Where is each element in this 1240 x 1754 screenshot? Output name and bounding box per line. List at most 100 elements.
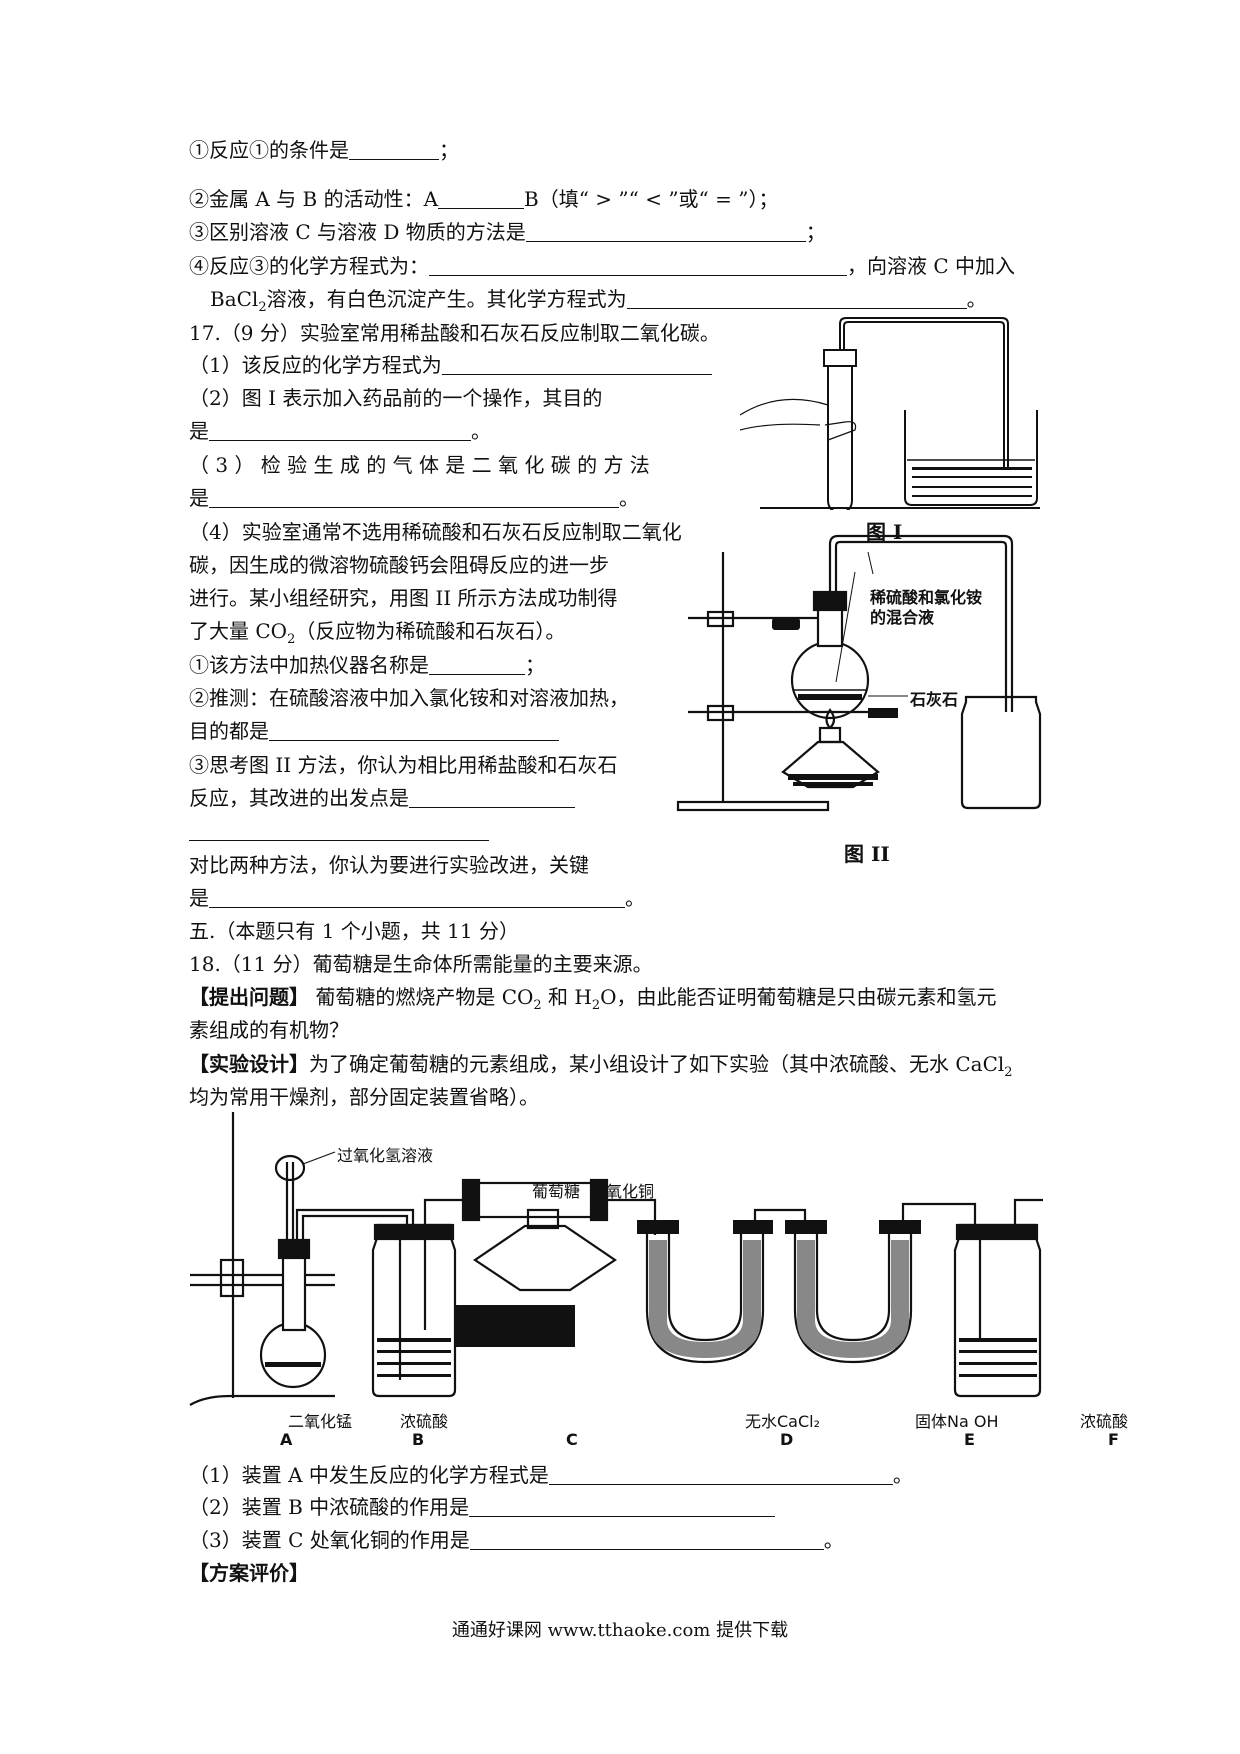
- figure-2-caption: 图 II: [844, 842, 890, 866]
- q16-text: BaCl: [210, 287, 259, 311]
- delivery-tube: [839, 317, 1009, 470]
- q17-sub-3-line-1: ③思考图 II 方法，你认为相比用稀盐酸和石灰石: [189, 753, 618, 777]
- stand-base: [676, 800, 830, 812]
- answer-blank: [438, 188, 525, 209]
- answer-blank: [525, 221, 806, 242]
- q17-part-2-line-1: （2）图 I 表示加入药品前的一个操作，其目的: [189, 386, 603, 410]
- answer-blank: [429, 654, 525, 675]
- subscript: 2: [591, 998, 601, 1013]
- label-h2so4-f: 浓硫酸: [1080, 1412, 1129, 1431]
- subscript: 2: [287, 632, 296, 647]
- figure-glucose-apparatus: [189, 1112, 1043, 1406]
- label-d: D: [780, 1430, 794, 1449]
- answer-blank: [209, 420, 471, 441]
- figure-2-label-liquid-2: 的混合液: [870, 608, 935, 627]
- q16-text: ②金属 A 与 B 的活动性：A: [189, 187, 439, 211]
- q18-tag: 【提出问题】: [189, 985, 309, 1009]
- q16-text: ④反应③的化学方程式为：: [189, 254, 429, 278]
- answer-blank: [189, 820, 489, 841]
- q17-sub-4-line-1: 对比两种方法，你认为要进行实验改进，关键: [189, 853, 589, 877]
- q18-text: 。: [823, 1528, 844, 1552]
- q16-line-4: ④反应③的化学方程式为： ，向溶液 C 中加入: [189, 253, 1015, 279]
- label-h2o2: 过氧化氢溶液: [337, 1146, 434, 1165]
- q17-text: 目的都是: [189, 719, 269, 743]
- heat-block: [455, 1305, 575, 1347]
- q17-text: 。: [619, 486, 639, 510]
- q18-title: 18.（11 分）葡萄糖是生命体所需能量的主要来源。: [189, 952, 653, 976]
- label-cuo: 氧化铜: [606, 1182, 655, 1201]
- q16-line-1: ①反应①的条件是 ；: [189, 137, 459, 163]
- u-tube-d: [645, 1230, 765, 1364]
- bottle-b: [371, 1223, 457, 1398]
- answer-blank: [441, 354, 712, 375]
- q17-sub-2-line-2: 目的都是: [189, 718, 559, 744]
- q16-text: 。: [966, 287, 987, 311]
- q17-text: 是: [189, 419, 209, 443]
- rubber-stopper: [823, 349, 857, 367]
- q17-text: 了大量 CO: [189, 619, 288, 643]
- q18-text: （3）装置 C 处氧化铜的作用是: [189, 1528, 470, 1552]
- label-h2so4-b: 浓硫酸: [400, 1412, 449, 1431]
- q18-design-line-2: 均为常用干燥剂，部分固定装置省略）。: [189, 1085, 539, 1109]
- q18-text: 为了确定葡萄糖的元素组成，某小组设计了如下实验（其中浓硫酸、无水 CaCl: [309, 1052, 1005, 1076]
- q17-sub-4-line-2: 是。: [189, 885, 645, 911]
- q17-part-4-line-1: （4）实验室通常不选用稀硫酸和石灰石反应制取二氧化: [189, 520, 682, 544]
- answer-blank: [548, 1464, 893, 1485]
- q18-text: （2）装置 B 中浓硫酸的作用是: [189, 1495, 470, 1519]
- label-f: F: [1108, 1430, 1119, 1449]
- figure-2-apparatus: [676, 534, 1042, 812]
- q18-part-2: （2）装置 B 中浓硫酸的作用是: [189, 1494, 776, 1520]
- q17-text: 反应，其改进的出发点是: [189, 786, 409, 810]
- q17-sub-3-line-3: [189, 818, 489, 844]
- q18-text: O，由此能否证明葡萄糖是只由碳元素和氢元: [600, 985, 997, 1009]
- figure-2-label-liquid: 稀硫酸和氯化铵: [870, 588, 983, 607]
- figure-1-airtight-check: [740, 317, 1040, 510]
- q16-text: B（填“ > ”“ < ”或“ = ”）；: [524, 187, 779, 211]
- q17-text: 是: [189, 886, 209, 910]
- q16-text: ；: [805, 220, 826, 244]
- q17-title: 17.（9 分）实验室常用稀盐酸和石灰石反应制取二氧化碳。: [189, 321, 720, 345]
- label-naoh: 固体Na OH: [915, 1412, 999, 1431]
- q17-part-2-line-2: 是。: [189, 418, 491, 444]
- q16-text: ；: [439, 138, 459, 162]
- u-tube-e: [793, 1230, 913, 1364]
- q16-line-2: ②金属 A 与 B 的活动性：A B（填“ > ”“ < ”或“ = ”）；: [189, 186, 778, 212]
- q18-tag: 【实验设计】: [189, 1052, 309, 1076]
- q18-text: （1）装置 A 中发生反应的化学方程式是: [189, 1463, 549, 1487]
- q17-text: （1）该反应的化学方程式为: [189, 353, 442, 377]
- answer-blank: [469, 1496, 776, 1517]
- q17-part-4-line-3: 进行。某小组经研究，用图 II 所示方法成功制得: [189, 586, 618, 610]
- page-footer: 通通好课网 www.tthaoke.com 提供下载: [451, 1620, 789, 1641]
- q17-text: （反应物为稀硫酸和石灰石）。: [295, 619, 566, 643]
- figure-1-caption: 图 I: [866, 520, 903, 544]
- q16-line-3: ③区别溶液 C 与溶液 D 物质的方法是 ；: [189, 219, 826, 245]
- q18-ask-line-2: 素组成的有机物？: [189, 1018, 349, 1042]
- label-e: E: [964, 1430, 975, 1449]
- q18-part-3: （3）装置 C 处氧化铜的作用是 。: [189, 1527, 844, 1553]
- q16-text: ③区别溶液 C 与溶液 D 物质的方法是: [189, 220, 526, 244]
- q18-text: 。: [892, 1463, 913, 1487]
- q17-text: 。: [471, 419, 491, 443]
- figure-2-label-stone: 石灰石: [910, 690, 959, 709]
- q17-sub-1: ①该方法中加热仪器名称是；: [189, 652, 545, 678]
- answer-blank: [626, 288, 967, 309]
- flask-a: [259, 1321, 327, 1389]
- bottle-f: [953, 1223, 1042, 1398]
- gas-collecting-bottle: [960, 695, 1042, 810]
- test-tube: [827, 360, 853, 510]
- q17-part-4-line-2: 碳，因生成的微溶物硫酸钙会阻碍反应的进一步: [189, 553, 609, 577]
- q16-text: ，向溶液 C 中加入: [847, 254, 1016, 278]
- q16-text: 溶液，有白色沉淀产生。其化学方程式为: [266, 287, 627, 311]
- beaker: [904, 410, 1038, 506]
- label-a: A: [280, 1430, 293, 1449]
- answer-blank: [469, 1529, 824, 1550]
- q16-text: ①反应①的条件是: [189, 138, 349, 162]
- answer-blank: [349, 139, 439, 160]
- round-bottom-flask: [790, 640, 870, 720]
- q17-text: 是: [189, 486, 209, 510]
- label-cacl2: 无水CaCl₂: [745, 1412, 821, 1431]
- q18-part-1: （1）装置 A 中发生反应的化学方程式是 。: [189, 1462, 913, 1488]
- q17-sub-2-line-1: ②推测：在硫酸溶液中加入氯化铵和对溶液加热，: [189, 686, 629, 710]
- q18-text: 葡萄糖的燃烧产物是 CO: [309, 985, 534, 1009]
